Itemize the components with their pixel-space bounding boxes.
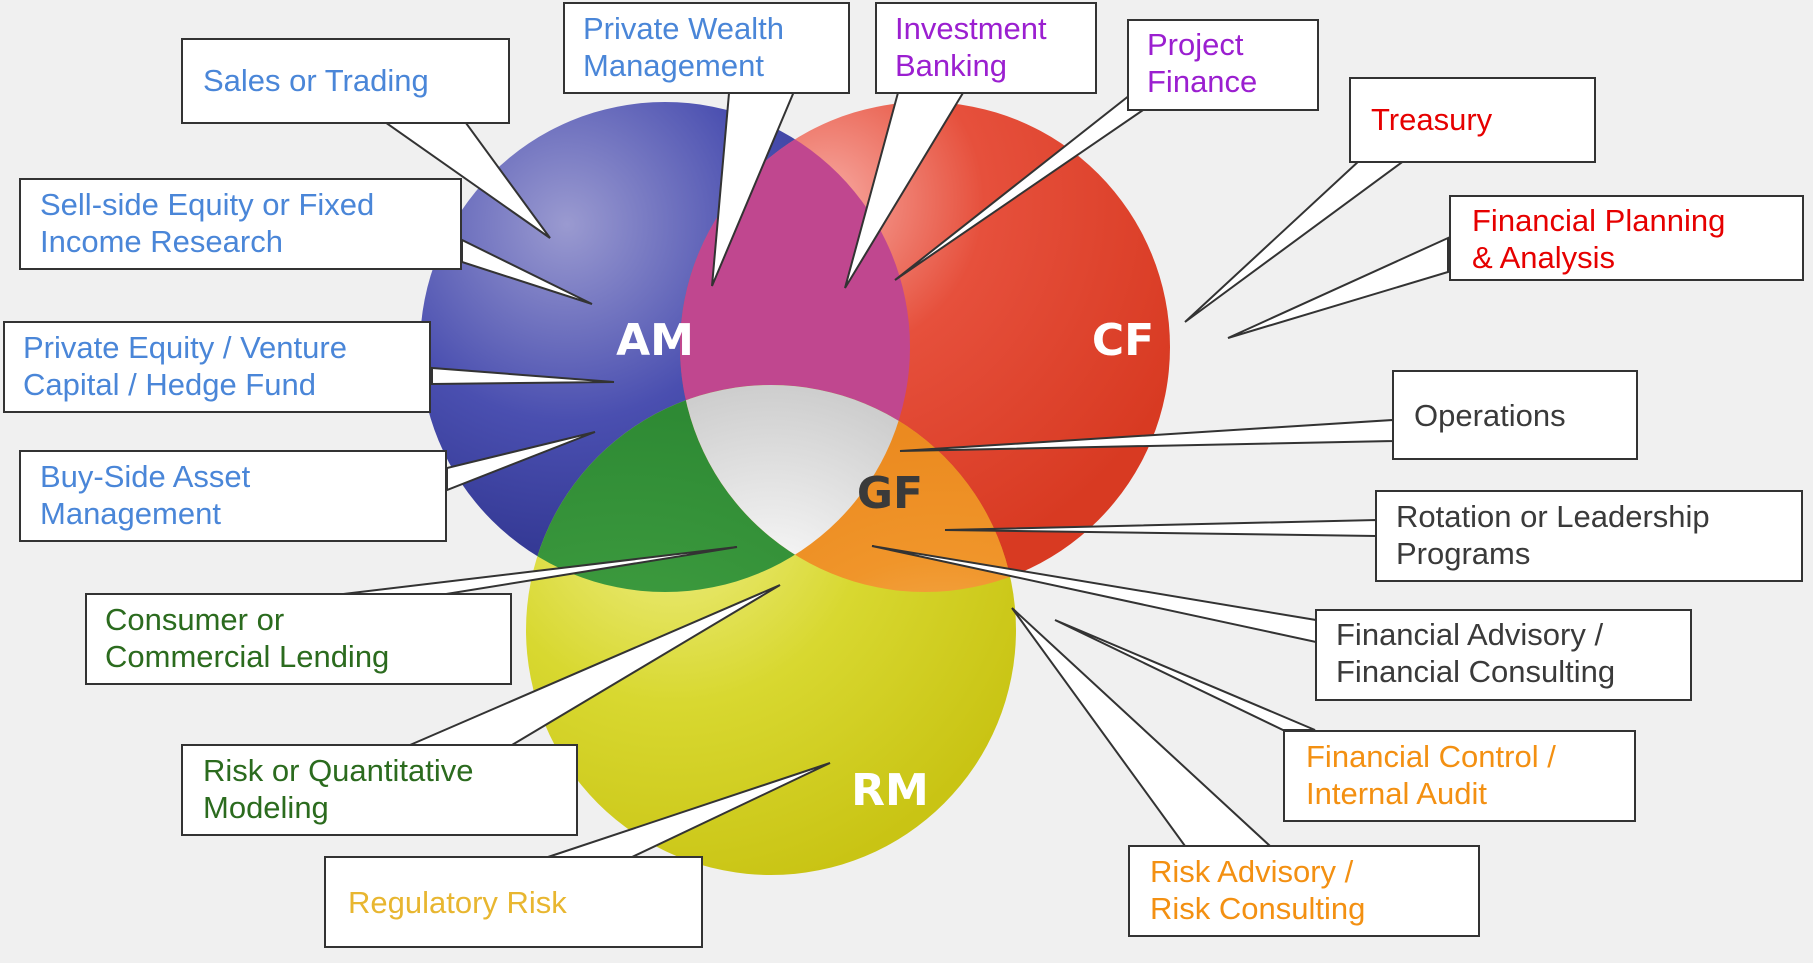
- pointer-sell-side: [461, 238, 593, 305]
- callout-sell-side-research: Sell-side Equity or Fixed Income Researc…: [19, 178, 462, 270]
- am-label: AM: [616, 315, 694, 366]
- callout-pe-vc-hf: Private Equity / Venture Capital / Hedge…: [3, 321, 431, 413]
- cf-label: CF: [1092, 315, 1154, 366]
- callout-financial-advisory: Financial Advisory / Financial Consultin…: [1315, 609, 1692, 701]
- pointer-risk-advisory: [1011, 607, 1273, 847]
- callout-risk-modeling: Risk or Quantitative Modeling: [181, 744, 578, 836]
- callout-treasury: Treasury: [1349, 77, 1596, 163]
- callout-risk-advisory: Risk Advisory / Risk Consulting: [1128, 845, 1480, 937]
- pointer-buy-side: [446, 431, 596, 492]
- callout-financial-control: Financial Control / Internal Audit: [1283, 730, 1636, 822]
- pointer-fpa: [1227, 236, 1449, 339]
- rm-label: RM: [851, 765, 929, 816]
- callout-rotation: Rotation or Leadership Programs: [1375, 490, 1803, 582]
- pointer-treasury: [1184, 159, 1409, 323]
- callout-fpa: Financial Planning & Analysis: [1449, 195, 1804, 281]
- cf-rm-overlap: [680, 385, 1016, 592]
- callout-sales-trading: Sales or Trading: [181, 38, 510, 124]
- callout-investment-banking: Investment Banking: [875, 2, 1097, 94]
- callout-regulatory-risk: Regulatory Risk: [324, 856, 703, 948]
- gf-label: GF: [857, 468, 923, 519]
- callout-private-wealth: Private Wealth Management: [563, 2, 850, 94]
- callout-project-finance: Project Finance: [1127, 19, 1319, 111]
- callout-operations: Operations: [1392, 370, 1638, 460]
- callout-consumer-lending: Consumer or Commercial Lending: [85, 593, 512, 685]
- callout-buy-side: Buy-Side Asset Management: [19, 450, 447, 542]
- pointer-pe-vc-hf: [431, 366, 615, 386]
